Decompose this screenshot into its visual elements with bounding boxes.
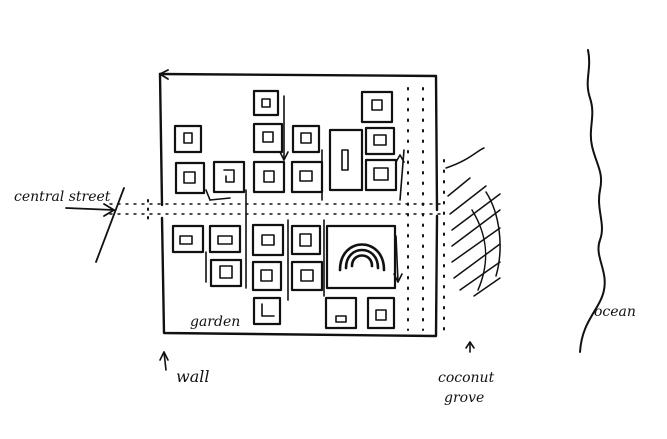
house — [252, 296, 282, 326]
central-street-label: central street — [14, 189, 111, 205]
house — [174, 161, 206, 195]
house — [324, 296, 358, 330]
temple — [325, 224, 397, 290]
house — [171, 224, 205, 254]
compound-wall — [158, 69, 439, 338]
house — [360, 90, 394, 124]
house — [251, 223, 285, 257]
ocean-coastline — [579, 49, 606, 353]
house — [290, 160, 324, 194]
central-street — [109, 203, 446, 215]
wall-label: wall — [176, 367, 209, 386]
house — [173, 124, 203, 154]
circulation-arrows — [205, 95, 405, 301]
house — [212, 160, 246, 194]
house — [251, 260, 283, 292]
ocean-label: ocean — [594, 304, 636, 320]
house — [364, 158, 398, 192]
wall-arrow — [159, 351, 169, 371]
house — [290, 224, 322, 256]
house — [291, 124, 321, 154]
coconut-grove-hatching — [445, 147, 501, 297]
house — [208, 224, 242, 254]
house — [364, 126, 396, 156]
house — [252, 89, 280, 117]
house — [252, 122, 284, 154]
garden-label: garden — [190, 314, 240, 330]
house — [209, 258, 243, 288]
coconut-grove-arrow — [465, 341, 475, 353]
street-arrow — [65, 187, 125, 263]
houses — [171, 89, 398, 330]
coconut-grove-label-line1: coconut — [438, 370, 495, 386]
colonnade-dots — [147, 87, 445, 331]
house — [366, 296, 396, 330]
house — [252, 160, 286, 194]
house — [290, 260, 324, 292]
long-hall — [328, 128, 364, 192]
coconut-grove-label-line2: grove — [444, 390, 484, 406]
